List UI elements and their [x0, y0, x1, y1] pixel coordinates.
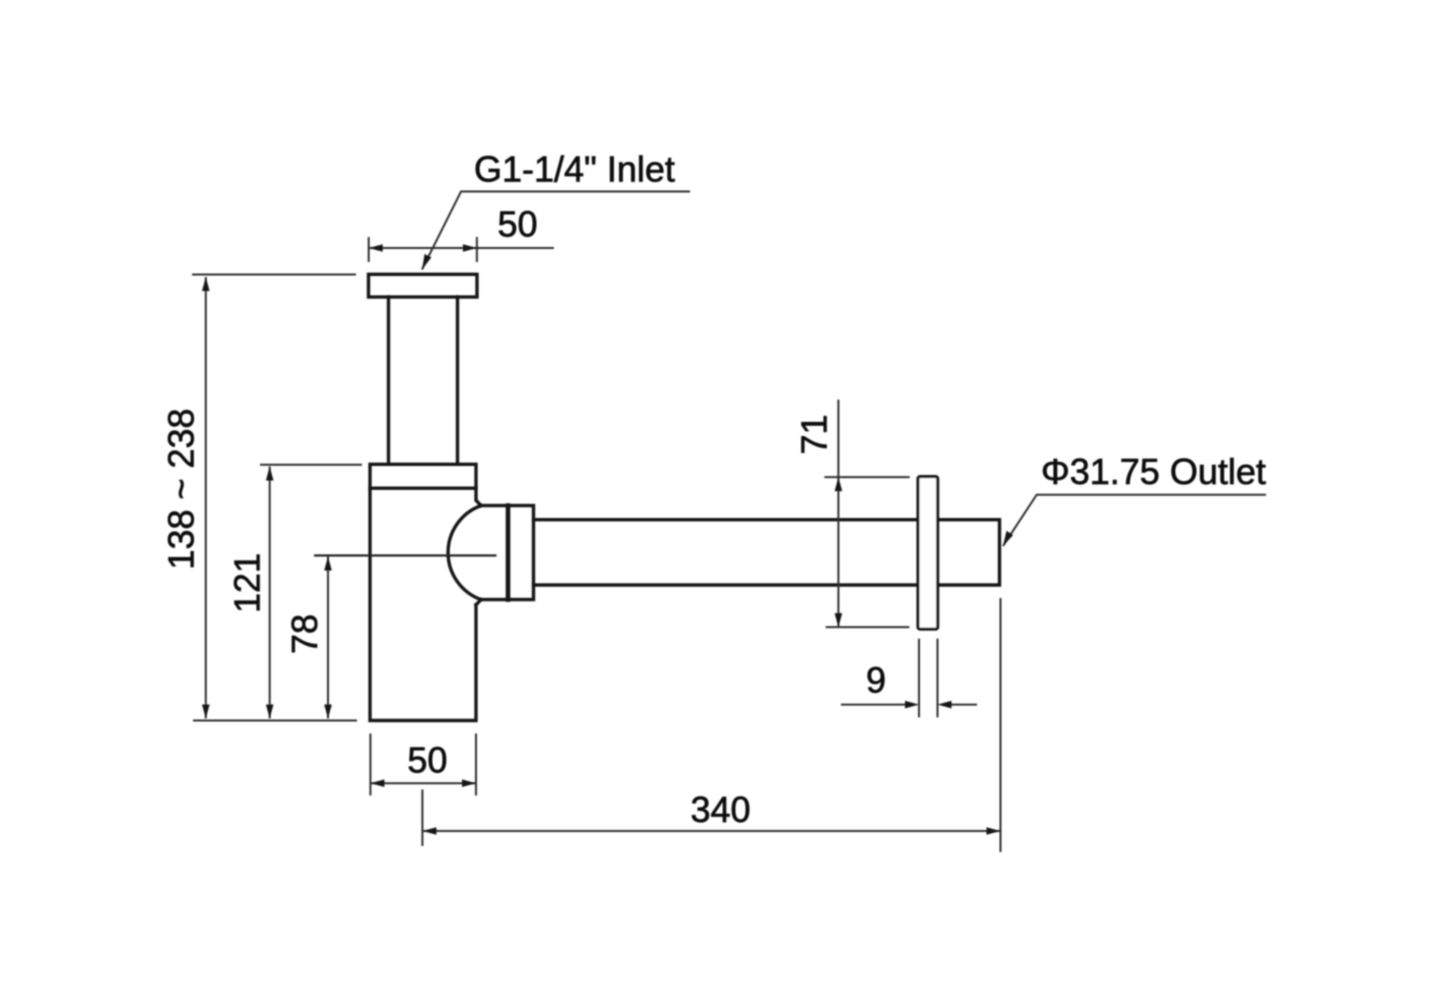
- svg-text:121: 121: [227, 553, 268, 613]
- svg-text:50: 50: [497, 204, 537, 245]
- svg-text:9: 9: [866, 660, 886, 701]
- svg-text:138 ~ 238: 138 ~ 238: [161, 408, 202, 569]
- svg-text:71: 71: [794, 414, 835, 454]
- svg-text:78: 78: [284, 614, 325, 654]
- svg-text:Φ31.75 Outlet: Φ31.75 Outlet: [1041, 451, 1266, 492]
- svg-text:G1-1/4" Inlet: G1-1/4" Inlet: [474, 149, 675, 190]
- svg-text:50: 50: [407, 740, 447, 781]
- svg-text:340: 340: [690, 789, 750, 830]
